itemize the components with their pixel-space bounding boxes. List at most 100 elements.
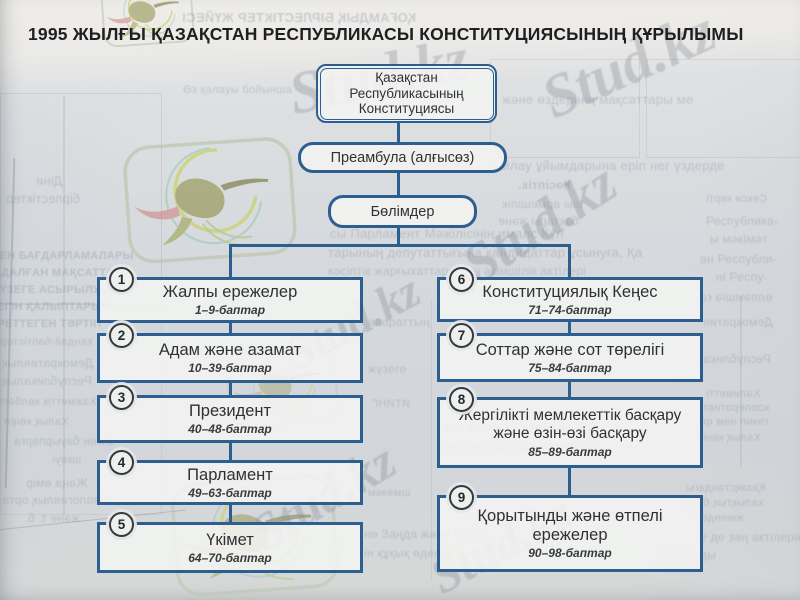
section-box-7: 7 Соттар және сот төрелігі 75–84-баптар [437, 323, 703, 382]
section-title: Үкімет [206, 530, 254, 549]
bleedthrough-text: шкеуі [52, 454, 82, 466]
bleedthrough-text: Секси көрті [706, 193, 768, 205]
section-title: Жалпы ережелер [162, 283, 298, 301]
bleedthrough-text: Демократия [703, 315, 773, 329]
bleedthrough-text: МЕН БАҒДАРЛАМАЛАРЫ [0, 250, 134, 262]
section-articles: 90–98-баптар [528, 546, 612, 560]
section-number-badge: 9 [449, 485, 474, 510]
bleedthrough-text: ТЕГІН ҚАЛЫПТАРЫН [0, 301, 111, 313]
connector-line [229, 443, 232, 460]
connector-line [568, 382, 571, 397]
bleedthrough-text: шы армешілік [502, 197, 583, 211]
bleedthrough-table-line [646, 59, 800, 158]
sections-node: Бөлімдер [328, 195, 477, 228]
bleedthrough-text: ні Респу- [716, 270, 768, 284]
bleedthrough-text: биологиялық орта [2, 493, 108, 507]
bleedthrough-text: кооперативті [700, 402, 770, 414]
bleedthrough-text: Қазақстандағы [686, 482, 766, 494]
bleedthrough-table-line [63, 95, 65, 515]
bleedthrough-text: Хәлиметті [706, 388, 761, 400]
connector-line [229, 244, 571, 247]
preamble-node: Преамбула (алғысөз) [298, 142, 507, 173]
bleedthrough-text: Хажметтік көлбәті [0, 396, 97, 408]
connector-line [229, 383, 232, 395]
section-articles: 40–48-баптар [188, 422, 272, 436]
section-number-badge: 2 [109, 323, 134, 348]
bleedthrough-text: ды [700, 548, 717, 562]
connector-line [397, 123, 400, 142]
section-articles: 49–63-баптар [188, 485, 272, 500]
bleedthrough-text: ИТИНГ [372, 398, 410, 410]
section-box-1: 1 Жалпы ережелер 1–9-баптар [97, 267, 363, 323]
bleedthrough-text: Республика- [706, 214, 779, 228]
section-title: Соттар және сот төрелігі [475, 340, 665, 359]
constitution-root-node: Қазақстан Республикасының Конституциясы [316, 64, 497, 123]
bleedthrough-table-line [431, 300, 433, 580]
section-box-6: 6 Конституциялық Кеңес 71–74-баптар [437, 267, 703, 322]
connector-line [397, 228, 400, 244]
sections-node-label: Бөлімдер [370, 203, 435, 220]
section-title: Адам және азамат [158, 341, 302, 359]
bleedthrough-text: сы Парламент Мәжілісінің ималс Күл [330, 226, 564, 241]
bleedthrough-text: және өздерінің мақсаттары ме [502, 92, 694, 107]
bleedthrough-text: е де заң актілерінде [700, 530, 800, 544]
bleedthrough-text: апараттың [368, 315, 430, 329]
connector-line [568, 468, 571, 495]
bleedthrough-text: қандай-баптістер [0, 336, 93, 348]
bleedthrough-text: және т. б. [24, 511, 80, 525]
bleedthrough-text: Халық көңіл [4, 416, 69, 428]
section-articles: 85–89-баптар [528, 444, 612, 459]
bleedthrough-text: Демократиялық [2, 356, 94, 370]
section-title: Конституциялық Кеңес [482, 282, 658, 301]
bleedthrough-text: жүзеге [368, 362, 407, 376]
connector-line [568, 247, 571, 277]
section-number-badge: 7 [449, 323, 474, 348]
section-box-2: 2 Адам және азамат 10–39-баптар [97, 323, 363, 383]
bleedthrough-text: ан Республи- [700, 252, 778, 266]
bleedthrough-text: ы мәкімәт [710, 232, 768, 246]
section-number-badge: 6 [449, 267, 474, 292]
section-articles: 64–70-баптар [188, 550, 272, 565]
bleedthrough-text: ҚОҒАМДЫҚ БІРЛЕСТІКТЕР ЖҮЙЕСІ [182, 10, 416, 25]
page-title: 1995 ЖЫЛҒЫ ҚАЗАҚСТАН РЕСПУБЛИКАСЫ КОНСТИ… [28, 24, 744, 44]
section-box-8: 8 Жергілікті мемлекеттік басқару және өз… [437, 387, 703, 468]
bleedthrough-text: өлләмшіә ға [700, 290, 773, 304]
bleedthrough-text: Діни [36, 174, 63, 188]
bleedthrough-table-line [0, 93, 162, 305]
section-articles: 10–39-баптар [188, 361, 272, 375]
section-box-3: 3 Президент 40–48-баптар [97, 385, 363, 443]
connector-line [229, 323, 232, 333]
section-box-4: 4 Парламент 49–63-баптар [97, 450, 363, 505]
bleedthrough-text: Жаңа өмір [26, 476, 88, 490]
bleedthrough-text: ін құқық өделген [364, 546, 460, 560]
connector-line [229, 247, 232, 277]
connector-line [568, 322, 571, 333]
bleedthrough-text: Халық көні [703, 432, 762, 444]
bleedthrough-text: сайлау ұйымдарына еріп нег үздерде [488, 158, 725, 173]
bleedthrough-text: тарының депутаттығына кандидаттар ұсынуғ… [328, 245, 643, 260]
section-title: Президент [188, 402, 272, 420]
connector-line [229, 505, 232, 522]
bleedthrough-text: ЫДАЛҒАН МАҚСАТТАР [0, 267, 122, 279]
bleedthrough-text: мәкемш [368, 487, 411, 499]
section-articles: 71–74-баптар [528, 302, 612, 317]
section-title: Жергілікті мемлекеттік басқару және өзін… [458, 406, 682, 443]
section-box-5: 5 Үкімет 64–70-баптар [97, 512, 363, 573]
section-number-badge: 8 [449, 387, 474, 412]
section-number-badge: 4 [109, 450, 134, 475]
section-articles: 1–9-баптар [194, 303, 266, 317]
section-title: Қорытынды және өтпелі ережелер [477, 507, 663, 544]
section-articles: 75–84-баптар [528, 360, 612, 375]
section-number-badge: 3 [109, 385, 134, 410]
bleedthrough-text: өр мен пикет [700, 416, 770, 428]
preamble-node-label: Преамбула (алғысөз) [330, 149, 475, 166]
stud-kz-hummingbird-logo-icon [121, 136, 299, 265]
bleedthrough-text: ЖҮЗЕГЕ АСЫРЫЛУЫН [0, 284, 120, 296]
root-node-label: Қазақстан Республикасының Конституциясы [349, 70, 464, 117]
section-box-9: 9 Қорытынды және өтпелі ережелер 90–98-б… [437, 485, 703, 572]
bleedthrough-text: Республика [703, 352, 772, 366]
section-number-badge: 5 [109, 512, 134, 537]
bleedthrough-text: Республикалық [2, 374, 92, 388]
section-number-badge: 1 [109, 267, 134, 292]
